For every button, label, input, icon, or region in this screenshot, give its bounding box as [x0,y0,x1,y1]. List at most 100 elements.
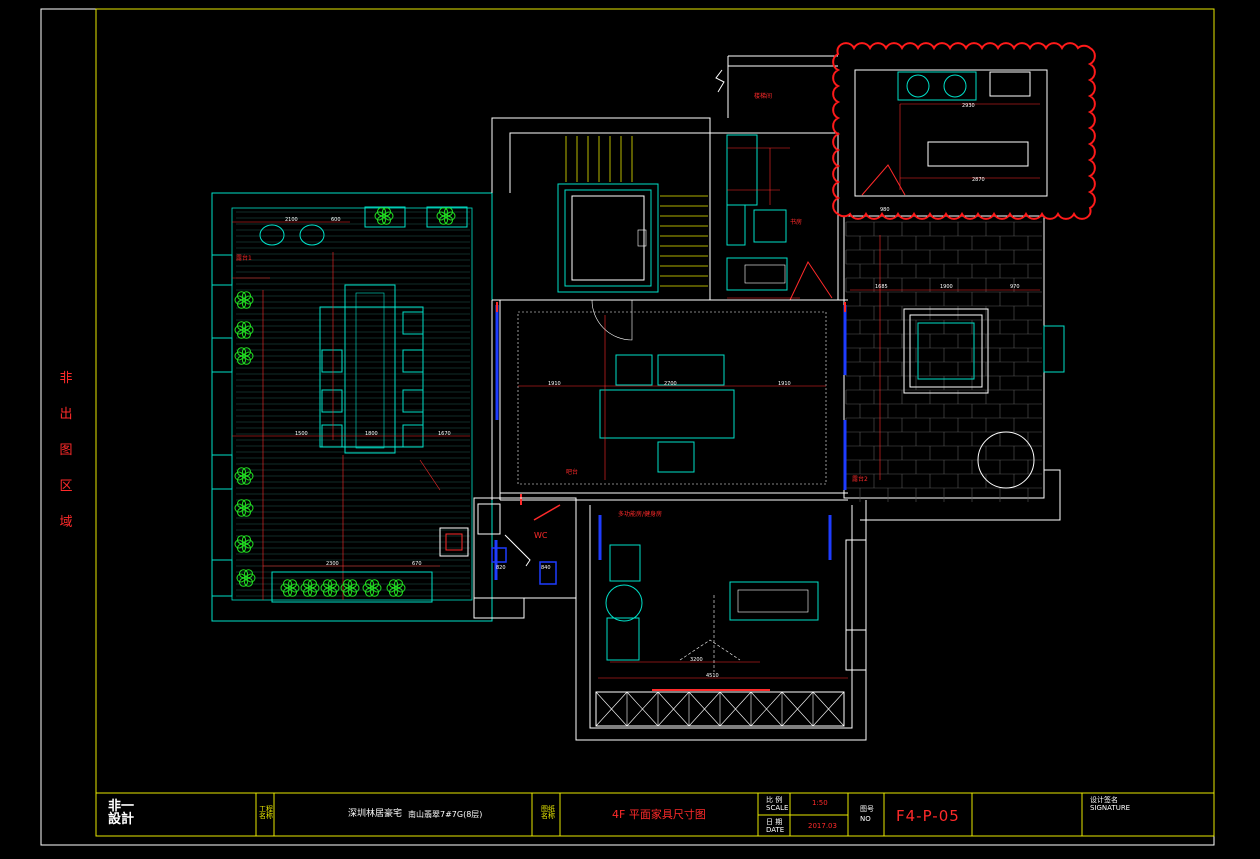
plant-mark [343,579,352,589]
dim-label: 2100 [285,217,298,223]
plant-mark [288,587,297,597]
plant-mark [242,299,251,309]
plant-mark [308,579,317,589]
room-label-terrace-right: 露台2 [852,476,868,483]
dim-label: 980 [880,207,890,213]
plant-mark [365,587,374,597]
room-label-bar: 吧台 [566,469,579,476]
wc-room [473,497,577,619]
terrace-right [843,69,1065,521]
plant-mark [244,503,254,513]
central-hall [491,299,848,501]
plant-mark [242,347,251,357]
room-label-stair: 楼梯间 [754,93,773,100]
plant-mark [372,583,382,593]
date-value: 2017.03 [808,822,837,830]
signature-label-en: SIGNATURE [1090,804,1131,812]
plant-mark [237,507,246,517]
plant-mark [370,587,379,597]
plant-mark [343,587,352,597]
plant-mark [328,579,337,589]
plant-mark [323,587,332,597]
plant-mark [234,325,244,335]
plant-mark [234,351,244,361]
plant-mark [382,215,391,225]
plant-mark [323,579,332,589]
lower-room [575,500,867,741]
scale-value: 1:50 [812,799,828,807]
date-label-en: DATE [766,826,785,834]
dim-label: 2300 [326,561,339,567]
plant-mark [290,583,300,593]
hatch-line [812,691,845,727]
plant-mark [242,355,251,365]
plant-mark [237,321,246,331]
dim-label: 1500 [295,431,308,437]
room-label-bedroom: 多功能房/健身房 [618,511,663,518]
revision-cloud [832,42,1096,220]
plant-mark [389,579,398,589]
plant-mark [340,583,350,593]
plant-mark [242,507,251,517]
hatch-line [781,691,814,727]
plant-mark [303,579,312,589]
plant-mark [396,583,406,593]
plant-mark [303,587,312,597]
plant-mark [242,321,251,331]
drawing-no-label-cn: 图号 [860,805,874,813]
plant-mark [237,355,246,365]
red-accents [496,302,846,691]
plant-mark [242,467,251,477]
drawing-label: 图纸名称 [541,805,555,820]
side-char: 域 [59,515,73,530]
plant-mark [234,539,244,549]
plant-mark [362,583,372,593]
dim-label: 1900 [940,284,953,290]
plant-mark [244,471,254,481]
plant-mark [365,579,374,589]
plant-mark [237,475,246,485]
plant-mark [234,503,244,513]
plant-mark [384,211,394,221]
study-room [710,132,839,301]
glass-panels [494,305,847,580]
plant-mark [394,587,403,597]
plant-mark [439,215,448,225]
hatch-line [657,691,690,727]
plant-mark [370,579,379,589]
plant-mark [244,295,254,305]
plant-mark [377,215,386,225]
plant-mark [237,299,246,309]
dim-label: 4510 [706,673,719,679]
company-logo: 非一 設計 [108,800,134,826]
plant-mark [237,543,246,553]
plant-mark [239,577,248,587]
plant-mark [244,539,254,549]
plant-mark [244,325,254,335]
dim-label: 840 [541,565,551,571]
plant-mark [237,535,246,545]
project-address: 南山翡翠7#7G(8层) [408,810,483,819]
plant-mark [446,211,456,221]
date-label-cn: 日 期 [766,818,783,826]
project-name: 深圳林居豪宅 [348,809,403,819]
plant-mark [330,583,340,593]
plant-mark [444,207,453,217]
dim-label: 670 [412,561,422,567]
room-label-study: 书房 [790,219,803,226]
dim-label: 600 [331,217,341,223]
plant-mark [242,291,251,301]
project-label: 工程名称 [259,805,273,820]
dim-label: 820 [496,565,506,571]
plant-mark [444,215,453,225]
drawing-name: 4F 平面家具尺寸图 [612,808,706,821]
dim-label: 1800 [365,431,378,437]
planting [234,207,456,597]
terrace-left [211,192,493,622]
plant-mark [348,579,357,589]
drawing-no-label-en: NO [860,815,871,823]
side-char: 非 [59,371,73,386]
hatch-line [719,691,752,727]
